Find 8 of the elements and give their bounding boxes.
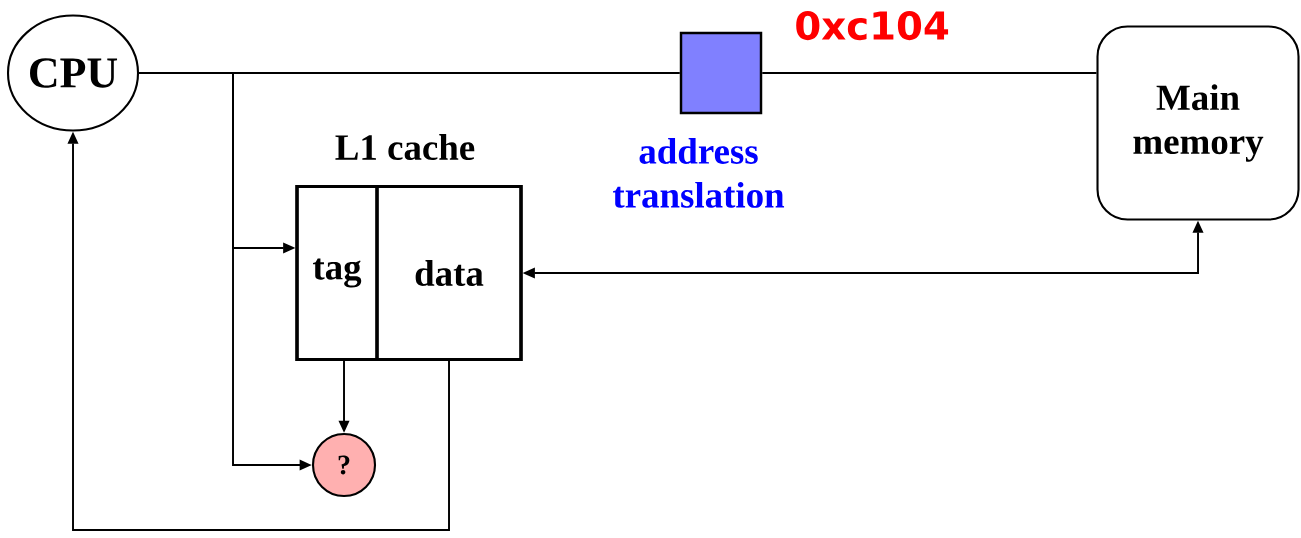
edge-label: 0xc104 <box>792 9 952 42</box>
caption-text: address translation <box>613 137 785 208</box>
memory-box: Main memory <box>1096 25 1300 221</box>
cache-cell: data <box>375 184 523 362</box>
translation-square <box>679 31 763 115</box>
node-label: L1 cache <box>335 134 475 161</box>
cache-cell: tag <box>295 184 379 362</box>
connector <box>761 72 1098 74</box>
